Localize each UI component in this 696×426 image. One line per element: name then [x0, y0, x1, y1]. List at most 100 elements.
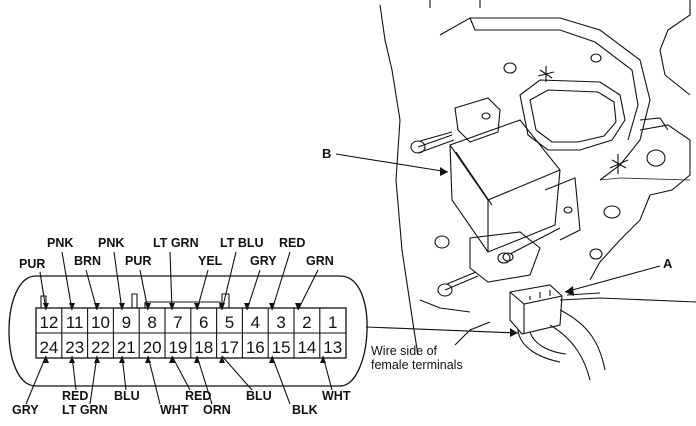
leader-line — [221, 251, 237, 311]
terminal-number: 17 — [220, 338, 239, 357]
wire-color-label: GRY — [250, 254, 277, 268]
arrowhead — [295, 303, 301, 310]
wire-label: PNK — [47, 236, 75, 311]
wire-label: BRN — [74, 254, 101, 311]
wire-color-label: WHT — [160, 403, 189, 417]
leader-line — [271, 251, 291, 311]
wire-color-label: RED — [62, 389, 88, 403]
terminal-number: 19 — [168, 338, 187, 357]
control-unit-b — [410, 97, 581, 297]
wire-color-label: WHT — [322, 389, 351, 403]
wire-color-label: BLK — [292, 403, 318, 417]
arrowhead — [320, 356, 326, 363]
leader-line — [271, 355, 291, 405]
wire-color-label: RED — [185, 389, 211, 403]
leader-line — [61, 251, 73, 311]
wire-color-label: LT GRN — [153, 236, 199, 250]
arrowhead — [145, 303, 151, 310]
arrowhead — [269, 356, 275, 363]
terminal-number: 14 — [297, 338, 316, 357]
leader-line — [147, 355, 161, 405]
callout-a: A — [564, 256, 673, 296]
terminal-number: 22 — [91, 338, 110, 357]
terminal-number: 11 — [66, 313, 84, 332]
terminal-number: 18 — [194, 338, 213, 357]
terminal-number: 7 — [173, 313, 182, 332]
terminal-number: 23 — [65, 338, 84, 357]
wire-color-label: LT GRN — [62, 403, 108, 417]
terminal-number: 24 — [39, 338, 58, 357]
leader-line — [89, 355, 98, 405]
terminal-number: 12 — [39, 313, 58, 332]
wire-label: BLU — [219, 355, 272, 403]
wire-color-label: GRY — [12, 403, 39, 417]
terminal-number: 2 — [302, 313, 311, 332]
terminal-number: 20 — [143, 338, 162, 357]
vehicle-body-illustration — [379, 0, 696, 381]
wire-label: PNK — [98, 236, 125, 311]
leader-line — [169, 251, 173, 311]
wire-color-label: BRN — [74, 254, 101, 268]
wire-label: LT GRN — [62, 355, 108, 417]
wire-color-label: BLU — [114, 389, 140, 403]
terminal-number: 13 — [323, 338, 342, 357]
wire-color-label: BLU — [246, 389, 272, 403]
terminal-number: 3 — [276, 313, 285, 332]
terminal-number: 10 — [91, 313, 110, 332]
svg-text:A: A — [663, 256, 673, 271]
wire-label: BLU — [114, 355, 140, 403]
arrowhead — [69, 356, 75, 363]
terminal-number: 5 — [225, 313, 234, 332]
arrowhead — [194, 303, 200, 310]
terminal-number: 8 — [147, 313, 156, 332]
wire-label: RED — [62, 355, 88, 403]
arrowhead — [244, 303, 250, 310]
terminal-number: 6 — [199, 313, 208, 332]
arrowhead — [119, 303, 125, 310]
wire-label: GRY — [244, 254, 277, 311]
arrowhead — [219, 303, 225, 310]
wire-label: LT GRN — [153, 236, 199, 311]
arrowhead — [94, 356, 100, 363]
wire-label: BLK — [269, 355, 318, 417]
wire-color-label: RED — [279, 236, 305, 250]
terminal-number: 21 — [117, 338, 136, 357]
wire-color-label: PNK — [47, 236, 73, 250]
leader-line — [171, 355, 191, 391]
leader-line — [297, 269, 319, 311]
arrowhead — [43, 303, 49, 310]
wire-label: GRY — [12, 355, 49, 417]
wire-color-label: PUR — [19, 257, 45, 271]
arrowhead — [69, 303, 75, 310]
leader-line — [113, 251, 123, 311]
terminal-number: 16 — [246, 338, 265, 357]
arrowhead — [219, 356, 225, 363]
wire-label: GRN — [295, 254, 334, 311]
wire-label: WHT — [320, 355, 351, 403]
wire-label: LT BLU — [219, 236, 264, 311]
wire-label: PUR — [19, 257, 49, 311]
connector-pointer — [365, 326, 519, 337]
wire-label: ORN — [194, 355, 231, 417]
bolt-icon — [437, 271, 479, 297]
wire-label: PUR — [125, 254, 151, 311]
terminal-number: 1 — [328, 313, 337, 332]
wire-color-label: YEL — [198, 254, 223, 268]
arrowhead — [169, 303, 175, 310]
svg-text:B: B — [322, 146, 331, 161]
connector-a — [509, 284, 567, 363]
caption: Wire side of female terminals — [371, 344, 463, 372]
terminal-number: 4 — [251, 313, 260, 332]
terminal-number: 9 — [122, 313, 131, 332]
caption-line-2: female terminals — [371, 358, 463, 372]
wire-label: YEL — [194, 254, 223, 311]
arrowhead — [269, 303, 275, 310]
arrowhead — [145, 356, 151, 363]
wire-color-label: PUR — [125, 254, 151, 268]
bolt-icon — [497, 227, 561, 264]
arrowhead — [94, 303, 100, 310]
leader-line — [221, 355, 253, 391]
